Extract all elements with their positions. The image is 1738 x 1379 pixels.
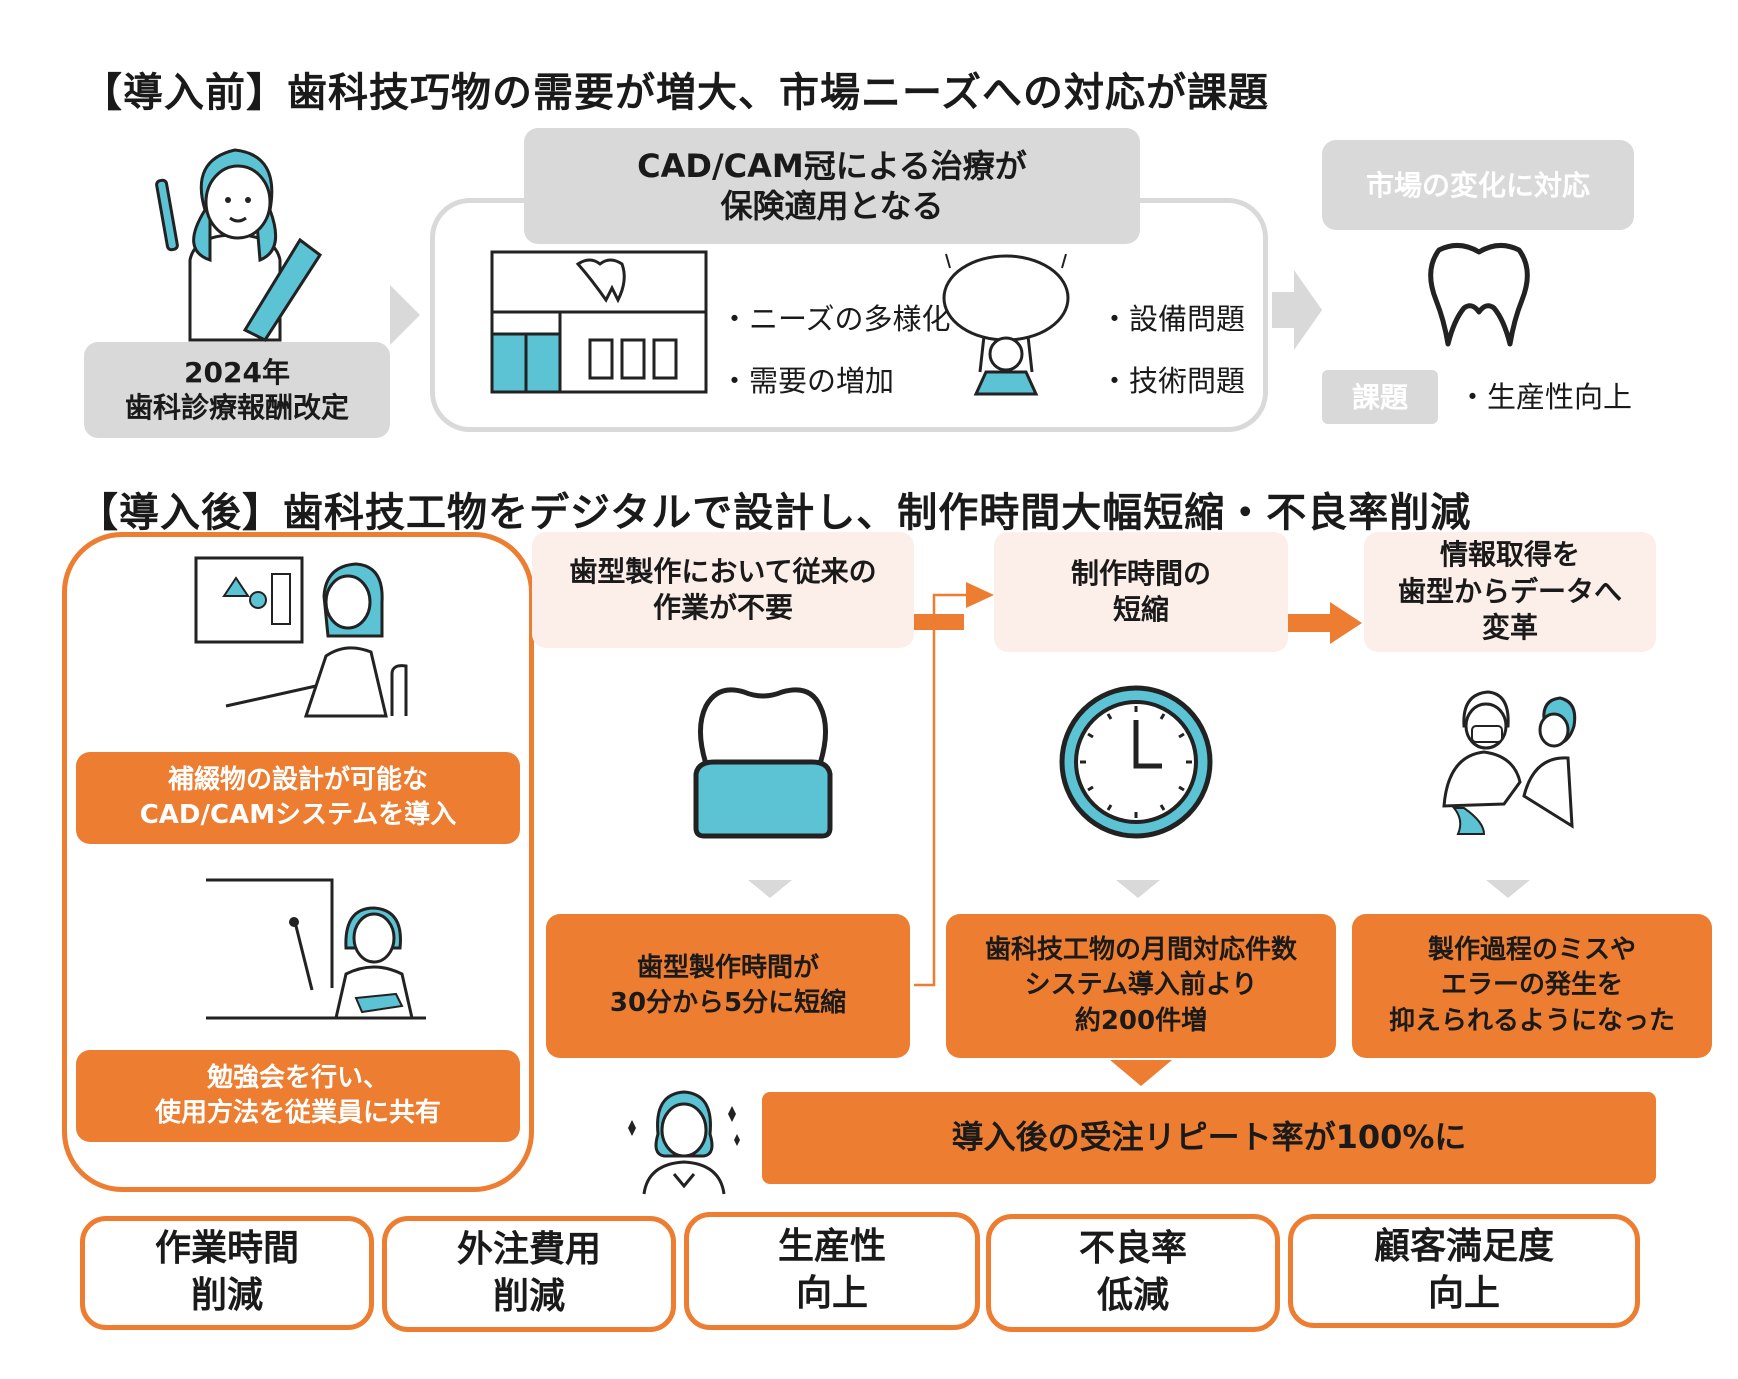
crown-tooth-icon	[693, 687, 833, 839]
issue-text: ・生産性向上	[1458, 380, 1633, 414]
clinic-building-icon	[490, 250, 708, 394]
bullet-needs: ・ニーズの多様化	[720, 302, 951, 336]
tooth-icon	[1428, 243, 1530, 347]
after-heading: 【導入後】歯科技工物をデジタルで設計し、制作時間大幅短縮・不良率削減	[78, 490, 1472, 536]
left-panel	[62, 532, 534, 1192]
left-item-study: 勉強会を行い、 使用方法を従業員に共有	[76, 1050, 520, 1142]
arrow-right-icon	[1272, 270, 1322, 350]
result-monthly-cases: 歯科技工物の月間対応件数 システム導入前より 約200件増	[946, 914, 1336, 1058]
column-header-impression: 歯型製作において従来の 作業が不要	[532, 532, 914, 648]
benefit-productivity: 生産性 向上	[684, 1212, 980, 1330]
benefit-satisfaction: 顧客満足度 向上	[1288, 1214, 1640, 1328]
benefit-work-time: 作業時間 削減	[80, 1216, 374, 1330]
benefit-defect-rate: 不良率 低減	[986, 1214, 1280, 1332]
teacher-illustration	[206, 878, 426, 1020]
issue-tag: 課題	[1322, 370, 1438, 424]
nurse-illustration	[155, 148, 323, 342]
result-error-reduction: 製作過程のミスや エラーの発生を 抑えられるようになった	[1352, 914, 1712, 1058]
column-header-time: 制作時間の 短縮	[994, 532, 1288, 652]
bullet-technology: ・技術問題	[1100, 364, 1246, 398]
benefit-outsourcing: 外注費用 削減	[382, 1216, 676, 1332]
left-item-cadcam: 補綴物の設計が可能な CAD/CAMシステムを導入	[76, 752, 520, 844]
designer-at-monitor-illustration	[194, 556, 408, 718]
before-heading: 【導入前】歯科技巧物の需要が増大、市場ニーズへの対応が課題	[82, 70, 1269, 116]
clock-icon	[1059, 685, 1213, 839]
market-label: 市場の変化に対応	[1322, 140, 1634, 230]
repeat-rate-banner: 導入後の受注リピート率が100%に	[762, 1092, 1656, 1184]
bullet-demand: ・需要の増加	[720, 364, 895, 398]
happy-person-illustration	[628, 1090, 740, 1195]
revision-label: 2024年 歯科診療報酬改定	[84, 342, 390, 438]
dentist-patient-illustration	[1442, 690, 1577, 835]
result-impression-time: 歯型製作時間が 30分から5分に短縮	[546, 914, 910, 1058]
bullet-equipment: ・設備問題	[1100, 302, 1246, 336]
insurance-label: CAD/CAM冠による治療が 保険適用となる	[524, 128, 1140, 244]
burdened-person-illustration	[942, 253, 1070, 396]
column-header-data: 情報取得を 歯型からデータへ 変革	[1364, 532, 1656, 652]
arrow-right-icon	[390, 285, 420, 345]
